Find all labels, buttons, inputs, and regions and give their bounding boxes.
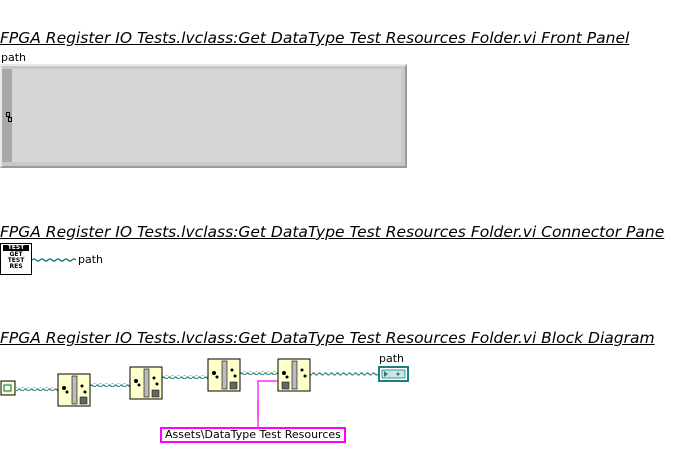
path-indicator-terminal[interactable] bbox=[378, 366, 409, 382]
strip-path-subvi-3[interactable] bbox=[207, 358, 241, 392]
strip-path-subvi-2[interactable] bbox=[129, 366, 163, 400]
strip-path-subvi-1[interactable] bbox=[57, 373, 91, 407]
path-wire-1 bbox=[15, 387, 58, 391]
string-wire-drop bbox=[257, 400, 259, 428]
path-wire-5 bbox=[310, 372, 379, 376]
vi-icon-line-3: TEST bbox=[7, 257, 25, 264]
build-path-subvi[interactable] bbox=[277, 358, 311, 392]
app-directory-node[interactable] bbox=[0, 380, 16, 396]
path-control[interactable] bbox=[0, 64, 407, 168]
connector-pane-heading: FPGA Register IO Tests.lvclass:Get DataT… bbox=[0, 223, 665, 241]
string-wire bbox=[257, 380, 278, 418]
string-constant[interactable]: Assets\DataType Test Resources bbox=[160, 427, 346, 443]
connector-path-wire bbox=[32, 258, 76, 262]
path-control-field[interactable] bbox=[12, 69, 401, 162]
vi-icon-line-4: RES bbox=[9, 263, 23, 270]
vi-icon: TEST GET TEST RES bbox=[0, 243, 32, 275]
path-wire-2 bbox=[90, 383, 130, 387]
path-wire-4 bbox=[240, 371, 278, 375]
front-panel-heading: FPGA Register IO Tests.lvclass:Get DataT… bbox=[0, 29, 630, 47]
path-control-label: path bbox=[1, 51, 27, 64]
path-wire-3 bbox=[162, 375, 208, 379]
block-diagram-heading: FPGA Register IO Tests.lvclass:Get DataT… bbox=[0, 329, 655, 347]
vi-icon-line-1: TEST bbox=[3, 245, 29, 251]
vi-icon-line-2: GET bbox=[9, 251, 23, 258]
path-indicator-label: path bbox=[379, 352, 405, 365]
path-browse-icon[interactable] bbox=[6, 112, 12, 122]
block-diagram-canvas bbox=[0, 358, 409, 418]
connector-path-terminal-label: path bbox=[78, 253, 104, 266]
